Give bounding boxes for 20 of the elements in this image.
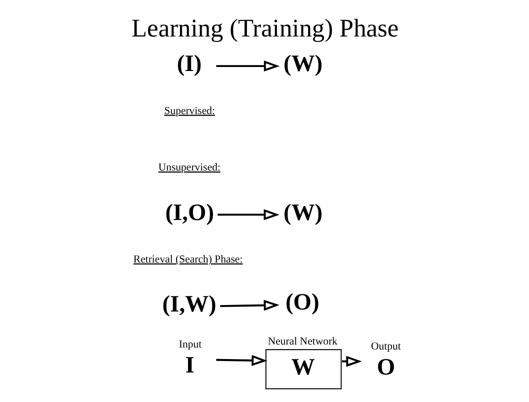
- arrow: [216, 60, 280, 72]
- node-text: (I): [176, 51, 202, 78]
- node-text: (I,W): [162, 292, 216, 318]
- node-text: (O): [284, 290, 319, 316]
- node-label: Input: [178, 338, 202, 350]
- label: Supervised:: [164, 104, 214, 117]
- diagram-title: Learning (Training) Phase: [131, 14, 398, 43]
- node-text: I: [184, 352, 194, 378]
- node-text: (W): [283, 200, 322, 226]
- node-text: (W): [283, 51, 322, 78]
- arrow: [220, 300, 279, 311]
- arrow: [216, 354, 267, 366]
- node-text: O: [376, 354, 395, 380]
- node-text: (I,O): [164, 200, 214, 226]
- node-box: W: [264, 349, 342, 390]
- label: Unsupervised:: [158, 161, 220, 174]
- node-label: Output: [370, 340, 400, 352]
- node-label: Neural Network: [267, 336, 337, 348]
- arrow: [217, 209, 279, 220]
- label: Retrieval (Search) Phase:: [132, 253, 242, 266]
